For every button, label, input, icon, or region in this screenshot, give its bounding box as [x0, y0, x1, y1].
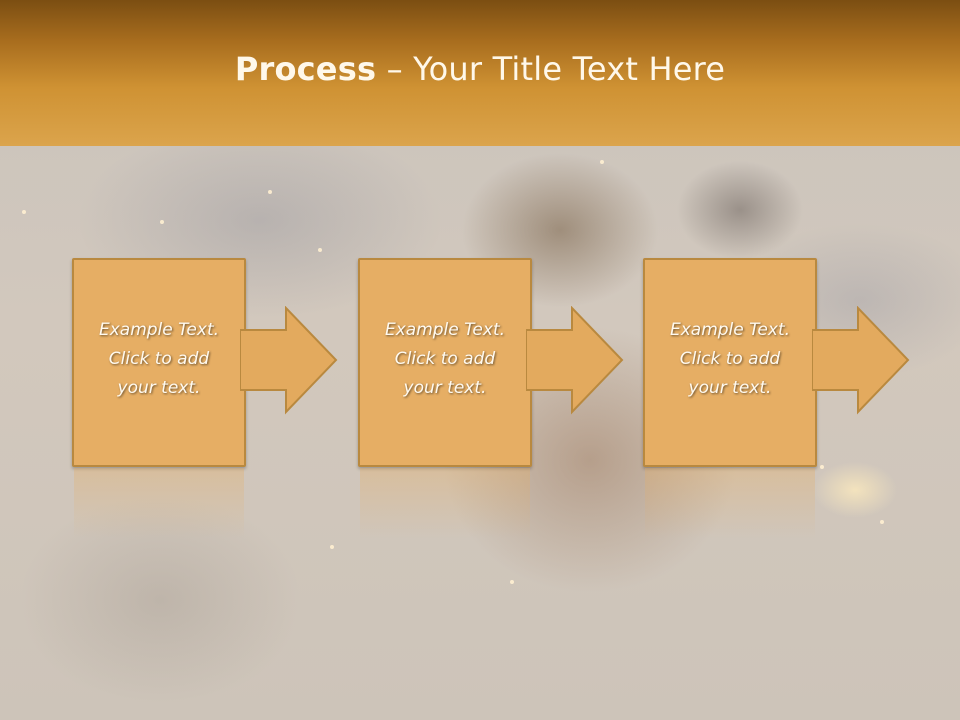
step-2-reflection	[360, 468, 530, 538]
title-bar	[0, 0, 960, 146]
title-rest: – Your Title Text Here	[376, 50, 726, 88]
slide-title[interactable]: Process – Your Title Text Here	[0, 50, 960, 88]
spark	[510, 580, 514, 584]
spark	[318, 248, 322, 252]
spark	[820, 465, 824, 469]
step-1-text: Example Text. Click to add your text.	[98, 320, 220, 398]
spark	[22, 210, 26, 214]
process-step-1[interactable]: Example Text. Click to add your text.	[72, 258, 246, 467]
right-arrow-icon	[526, 306, 624, 415]
spark	[160, 220, 164, 224]
spark	[600, 160, 604, 164]
title-bold: Process	[234, 50, 377, 88]
process-step-3[interactable]: Example Text. Click to add your text.	[643, 258, 817, 467]
step-3-text: Example Text. Click to add your text.	[669, 320, 791, 398]
spark	[880, 520, 884, 524]
spark	[268, 190, 272, 194]
spark	[330, 545, 334, 549]
right-arrow-icon	[812, 306, 910, 415]
step-3-reflection	[645, 468, 815, 538]
right-arrow-icon	[240, 306, 338, 415]
step-2-text: Example Text. Click to add your text.	[384, 320, 506, 398]
process-step-2[interactable]: Example Text. Click to add your text.	[358, 258, 532, 467]
step-1-reflection	[74, 468, 244, 538]
